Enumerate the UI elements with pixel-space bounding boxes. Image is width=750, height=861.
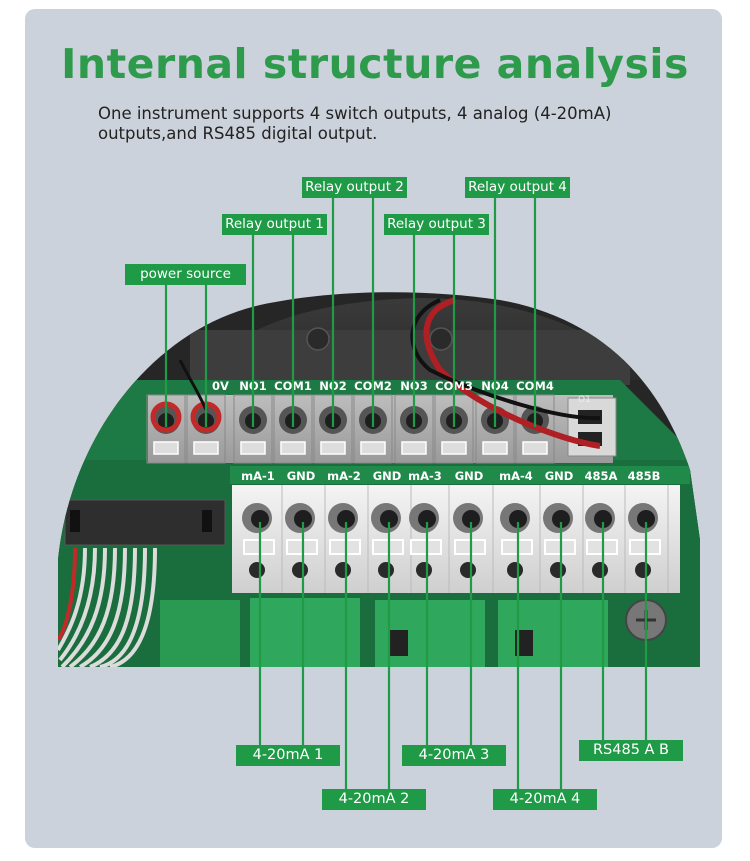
terminal-label-485b: 485B (628, 469, 661, 483)
label-relay-output-4: Relay output 4 (465, 177, 570, 198)
terminal-hole-inner (294, 510, 312, 528)
terminal-hole-lower (592, 562, 608, 578)
screw-hole (429, 327, 453, 351)
terminal-label-ma-2: mA-2 (327, 469, 361, 483)
terminal-latch (522, 441, 548, 455)
terminal-latch (153, 441, 179, 455)
terminal-latch (401, 441, 427, 455)
terminal-hole-lower (378, 562, 394, 578)
terminal-label-ma-3: mA-3 (408, 469, 442, 483)
terminal-hole-inner (337, 510, 355, 528)
terminal-hole-lower (460, 562, 476, 578)
terminal-latch (441, 441, 467, 455)
terminal-hole-lower (249, 562, 265, 578)
terminal-hole-inner (462, 510, 480, 528)
label-power-source: power source (125, 264, 246, 285)
terminal-hole-inner (509, 510, 527, 528)
label-rs485-ab: RS485 A B (579, 740, 683, 761)
label-4-20ma-3: 4-20mA 3 (402, 745, 506, 766)
terminal-hole-inner (552, 510, 570, 528)
label-4-20ma-2: 4-20mA 2 (322, 789, 426, 810)
terminal-hole-inner (380, 510, 398, 528)
label-4-20ma-1: 4-20mA 1 (236, 745, 340, 766)
terminal-label-gnd: GND (373, 469, 402, 483)
label-relay-output-3: Relay output 3 (384, 214, 489, 235)
connector-mark: O1 (578, 395, 591, 405)
terminal-label-ma-4: mA-4 (499, 469, 533, 483)
terminal-label-power: 0V (212, 379, 229, 393)
terminal-hole-lower (292, 562, 308, 578)
terminal-hole-inner (418, 510, 436, 528)
terminal-label-gnd: GND (455, 469, 484, 483)
terminal-hole-lower (416, 562, 432, 578)
terminal-latch (240, 441, 266, 455)
page-subtitle: One instrument supports 4 switch outputs… (98, 104, 612, 143)
terminal-latch (280, 441, 306, 455)
terminal-hole-inner (251, 510, 269, 528)
terminal-hole-lower (635, 562, 651, 578)
label-relay-output-1: Relay output 1 (222, 214, 327, 235)
terminal-label-485a: 485A (585, 469, 618, 483)
terminal-latch (193, 441, 219, 455)
terminal-hole-inner (594, 510, 612, 528)
terminal-label-gnd: GND (287, 469, 316, 483)
device-body (58, 292, 700, 667)
terminal-hole-lower (550, 562, 566, 578)
terminal-label-gnd: GND (545, 469, 574, 483)
terminal-latch (482, 441, 508, 455)
terminal-label-ma-1: mA-1 (241, 469, 275, 483)
screw-hole (306, 327, 330, 351)
terminal-hole-lower (335, 562, 351, 578)
terminal-latch (320, 441, 346, 455)
label-4-20ma-4: 4-20mA 4 (493, 789, 597, 810)
terminal-hole-inner (637, 510, 655, 528)
terminal-latch (360, 441, 386, 455)
page-title: Internal structure analysis (61, 40, 689, 88)
terminal-hole-lower (507, 562, 523, 578)
label-relay-output-2: Relay output 2 (302, 177, 407, 198)
